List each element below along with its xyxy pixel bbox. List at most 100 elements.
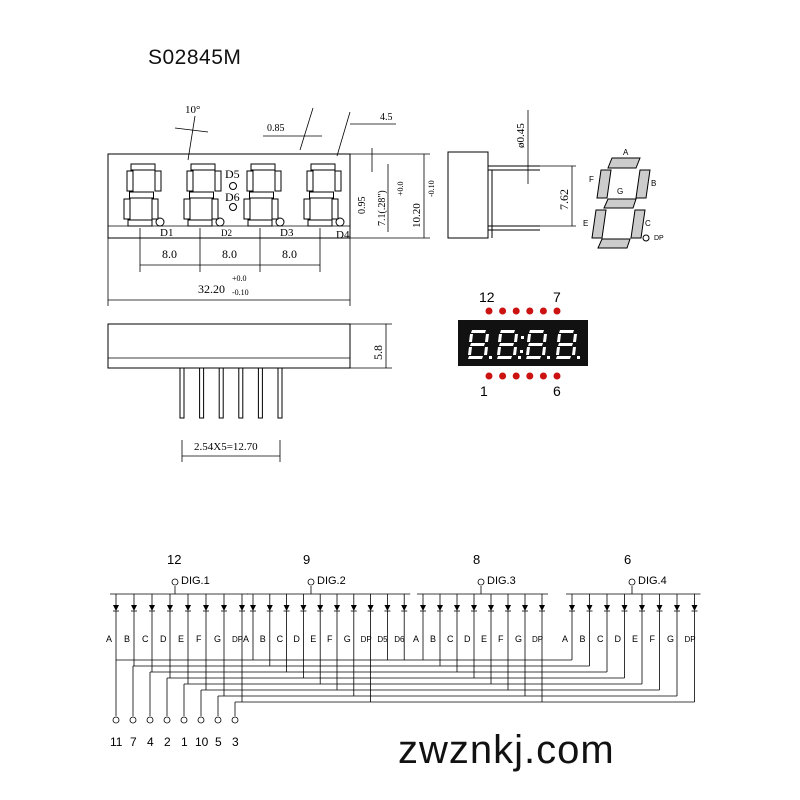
lit-seg-c: [513, 347, 517, 355]
legend-seg-b: [635, 169, 651, 199]
lit-digit-4: [556, 330, 580, 359]
bottom-pin-number: 5: [215, 735, 222, 749]
front-seg-d: [127, 219, 153, 227]
bottom-pin-number: 11: [110, 735, 123, 749]
bottom-pin-number: 10: [195, 735, 209, 749]
segment-label: DP: [532, 635, 543, 644]
front-view: D5 D6 D1 D2 D3 D4 10° 0.85 4.5 0.95 7.1(…: [107, 104, 436, 306]
diode-symbol: [656, 605, 663, 611]
front-seg-g: [189, 191, 214, 199]
legend-label-e: E: [583, 219, 588, 228]
bottom-pin-number: 2: [164, 735, 171, 749]
front-seg-g: [309, 191, 334, 199]
segment-label: C: [277, 634, 284, 644]
lit-seg-b: [485, 334, 489, 342]
segment-led-e: E: [178, 594, 191, 660]
legend-seg-d: [597, 238, 631, 249]
segment-led-g: G: [344, 594, 357, 660]
lit-dp: [489, 356, 492, 359]
segment-label: F: [498, 634, 504, 644]
segment-label: B: [260, 634, 266, 644]
diode-symbol: [239, 605, 245, 611]
segment-label: A: [243, 634, 249, 644]
segment-led-dp: DP: [532, 594, 545, 660]
pin-dot-top-3: [512, 307, 520, 315]
segment-led-d5: D5: [377, 594, 391, 660]
segment-label: A: [106, 634, 112, 644]
digit-pin-number: 12: [167, 552, 181, 567]
segment-label: F: [196, 634, 202, 644]
diode-symbol: [300, 605, 307, 611]
lit-colon-top: [521, 336, 524, 339]
front-digit-group: [123, 163, 345, 227]
digit-label: DIG.1: [181, 575, 210, 587]
legend-label-dp: DP: [654, 235, 664, 242]
segment-label: F: [650, 634, 656, 644]
pin-dot-bottom-1: [485, 372, 493, 380]
lit-seg-d: [526, 356, 541, 359]
indicator-label-d5: D5: [225, 167, 240, 181]
dim-095-label: 0.95: [357, 197, 368, 215]
lead-diameter-label: ø0.45: [515, 123, 527, 148]
digit-label: DIG.3: [487, 575, 516, 587]
segment-led-g: G: [515, 594, 528, 660]
lit-seg-e: [497, 347, 501, 355]
pitch-label-2: 8.0: [222, 247, 237, 261]
legend-dp-dot: [642, 234, 650, 242]
diode-symbol: [350, 605, 357, 611]
indicator-dot-d5: [229, 182, 237, 190]
diode-symbol: [505, 605, 511, 611]
bottom-pin-4: [238, 367, 244, 419]
segment-label: D: [293, 634, 300, 644]
front-seg-b: [214, 170, 222, 192]
front-digit-1: [123, 163, 165, 227]
display-illustration: 12 7 1 6: [458, 289, 588, 399]
front-seg-d: [247, 219, 273, 227]
bottom-pin-5: [257, 367, 263, 419]
segment-label: DP: [232, 635, 243, 644]
segment-label: D: [464, 634, 471, 644]
diode-symbol: [621, 605, 628, 611]
indicator-label-d3: D3: [280, 227, 294, 239]
segment-label: DP: [361, 635, 372, 644]
segment-label: D: [615, 634, 622, 644]
common-terminal: [171, 578, 179, 586]
legend-seg-f: [596, 169, 612, 199]
segment-label: A: [562, 634, 568, 644]
dim-body-tol-minus: -0.10: [427, 180, 436, 197]
diode-symbol: [569, 605, 575, 611]
indicator-dot-d6: [229, 203, 237, 211]
segment-label: B: [580, 634, 586, 644]
lit-seg-f: [557, 334, 561, 342]
front-body-outline: [107, 153, 351, 239]
pin-label-bottom-left: 1: [480, 383, 488, 399]
diode-symbol: [266, 605, 273, 611]
diode-symbol: [149, 605, 155, 611]
pin-pitch-label: 2.54X5=12.70: [194, 441, 258, 453]
pin-dot-bottom-6: [553, 372, 561, 380]
segment-led-d: D: [464, 594, 477, 660]
depth-label: 5.8: [371, 345, 385, 360]
segment-led-e: E: [632, 594, 645, 660]
segment-label: G: [515, 634, 522, 644]
legend-label-c: C: [645, 219, 651, 228]
segment-led-f: F: [196, 594, 209, 660]
front-seg-e: [183, 198, 191, 220]
bottom-pin-number: 7: [130, 735, 137, 749]
segment-led-b: B: [430, 594, 443, 660]
segment-led-a: A: [562, 594, 575, 660]
legend-label-b: B: [651, 179, 656, 188]
segment-label: D: [160, 634, 167, 644]
diode-symbol: [203, 605, 209, 611]
segment-led-g: G: [667, 594, 680, 660]
lit-seg-g: [470, 343, 485, 346]
segment-label: C: [447, 634, 454, 644]
segment-label: G: [214, 634, 221, 644]
pin-dot-bottom-3: [512, 372, 520, 380]
front-seg-b: [274, 170, 282, 192]
diode-symbol: [674, 605, 680, 611]
bottom-body: [107, 323, 351, 369]
lit-seg-a: [500, 330, 515, 333]
